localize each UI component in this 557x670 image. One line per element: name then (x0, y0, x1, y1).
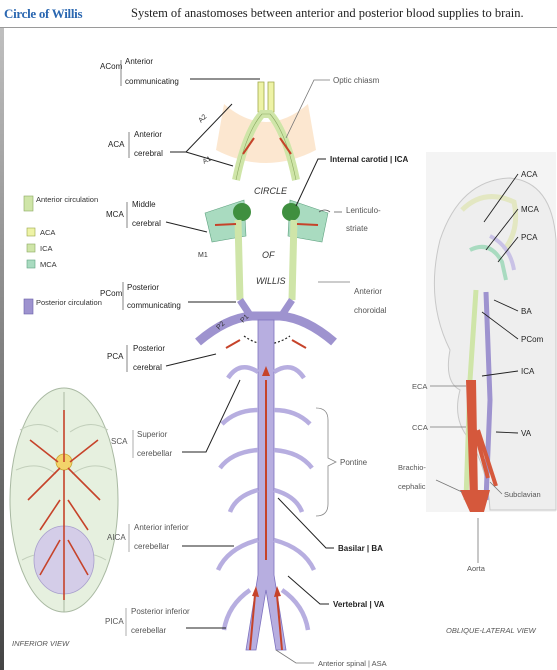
acom-abbr: ACom (100, 62, 123, 71)
oblique-brachiocephalic-line2: cephalic (398, 482, 426, 491)
oblique-cca-label: CCA (412, 423, 428, 432)
oblique-va-label: VA (521, 429, 532, 438)
pcom-vessels (238, 220, 294, 300)
oblique-aorta-label: Aorta (467, 564, 486, 573)
aca-a2-segments (258, 82, 274, 112)
pca-line1: Posterior (133, 344, 165, 353)
pca-line2: cerebral (133, 363, 162, 372)
acom-line1: Anterior (125, 57, 153, 66)
willis-text: WILLIS (256, 276, 286, 286)
legend-aca-swatch (27, 228, 35, 236)
circle-text: CIRCLE (254, 186, 288, 196)
ica-left-end (233, 203, 251, 221)
aica-abbr: AICA (107, 533, 126, 542)
legend-mca-label: MCA (40, 260, 57, 269)
oblique-subclavian-label: Subclavian (504, 490, 541, 499)
anterior-choroidal-line2: choroidal (354, 306, 387, 315)
oblique-pcom-label: PCom (521, 335, 544, 344)
pcom-line2: communicating (127, 301, 181, 310)
vertebral-label: Vertebral | VA (333, 600, 385, 609)
oblique-lateral-illustration: ACA MCA PCA BA PCom ICA VA ECA CCA Brach… (398, 152, 556, 635)
legend-anterior-swatch (24, 196, 33, 211)
legend-aca-label: ACA (40, 228, 55, 237)
pontine-label: Pontine (340, 458, 368, 467)
mca-line2: cerebral (132, 219, 161, 228)
optic-chiasm-label: Optic chiasm (333, 76, 380, 85)
central-diagram: CIRCLE OF WILLIS A2 A1 M1 P2 P1 (197, 82, 334, 650)
inferior-view-label: INFERIOR VIEW (12, 639, 70, 648)
lenticulostriate-line1: Lenticulo- (346, 206, 381, 215)
ica-right-end (282, 203, 300, 221)
pica-line2: cerebellar (131, 626, 166, 635)
lenticulostriate-line2: striate (346, 224, 368, 233)
aica-line2: cerebellar (134, 542, 169, 551)
legend-ica-swatch (27, 244, 35, 252)
sca-abbr: SCA (111, 437, 128, 446)
oblique-view-label: OBLIQUE-LATERAL VIEW (446, 626, 537, 635)
oblique-mca-label: MCA (521, 205, 539, 214)
oblique-aca-label: ACA (521, 170, 538, 179)
pica-line1: Posterior inferior (131, 607, 190, 616)
pcom-abbr: PCom (100, 289, 123, 298)
legend-posterior-label: Posterior circulation (36, 298, 102, 307)
anterior-choroidal-line1: Anterior (354, 287, 382, 296)
sca-line2: cerebellar (137, 449, 172, 458)
aica-line1: Anterior inferior (134, 523, 189, 532)
a2-label: A2 (197, 113, 208, 124)
acom-line2: communicating (125, 77, 179, 86)
oblique-eca-label: ECA (412, 382, 427, 391)
internal-carotid-label: Internal carotid | ICA (330, 155, 408, 164)
anterior-spinal-label: Anterior spinal | ASA (318, 659, 387, 668)
pica-abbr: PICA (105, 617, 124, 626)
oblique-ba-label: BA (521, 307, 532, 316)
legend-mca-swatch (27, 260, 35, 268)
legend-anterior-label: Anterior circulation (36, 195, 98, 204)
basilar-label: Basilar | BA (338, 544, 383, 553)
legend-ica-label: ICA (40, 244, 53, 253)
pca-abbr: PCA (107, 352, 124, 361)
legend: Anterior circulation ACA ICA MCA Posteri… (24, 195, 102, 314)
legend-posterior-swatch (24, 299, 33, 314)
of-text: OF (262, 250, 275, 260)
oblique-ica-label: ICA (521, 367, 535, 376)
aca-line1: Anterior (134, 130, 162, 139)
oblique-pca-label: PCA (521, 233, 538, 242)
mca-line1: Middle (132, 200, 156, 209)
sca-line1: Superior (137, 430, 168, 439)
aca-abbr: ACA (108, 140, 125, 149)
oblique-brachiocephalic-line1: Brachio- (398, 463, 426, 472)
m1-label: M1 (198, 252, 208, 259)
aca-line2: cerebral (134, 149, 163, 158)
pcom-line1: Posterior (127, 283, 159, 292)
mca-abbr: MCA (106, 210, 124, 219)
inferior-view-illustration: INFERIOR VIEW (10, 388, 118, 648)
